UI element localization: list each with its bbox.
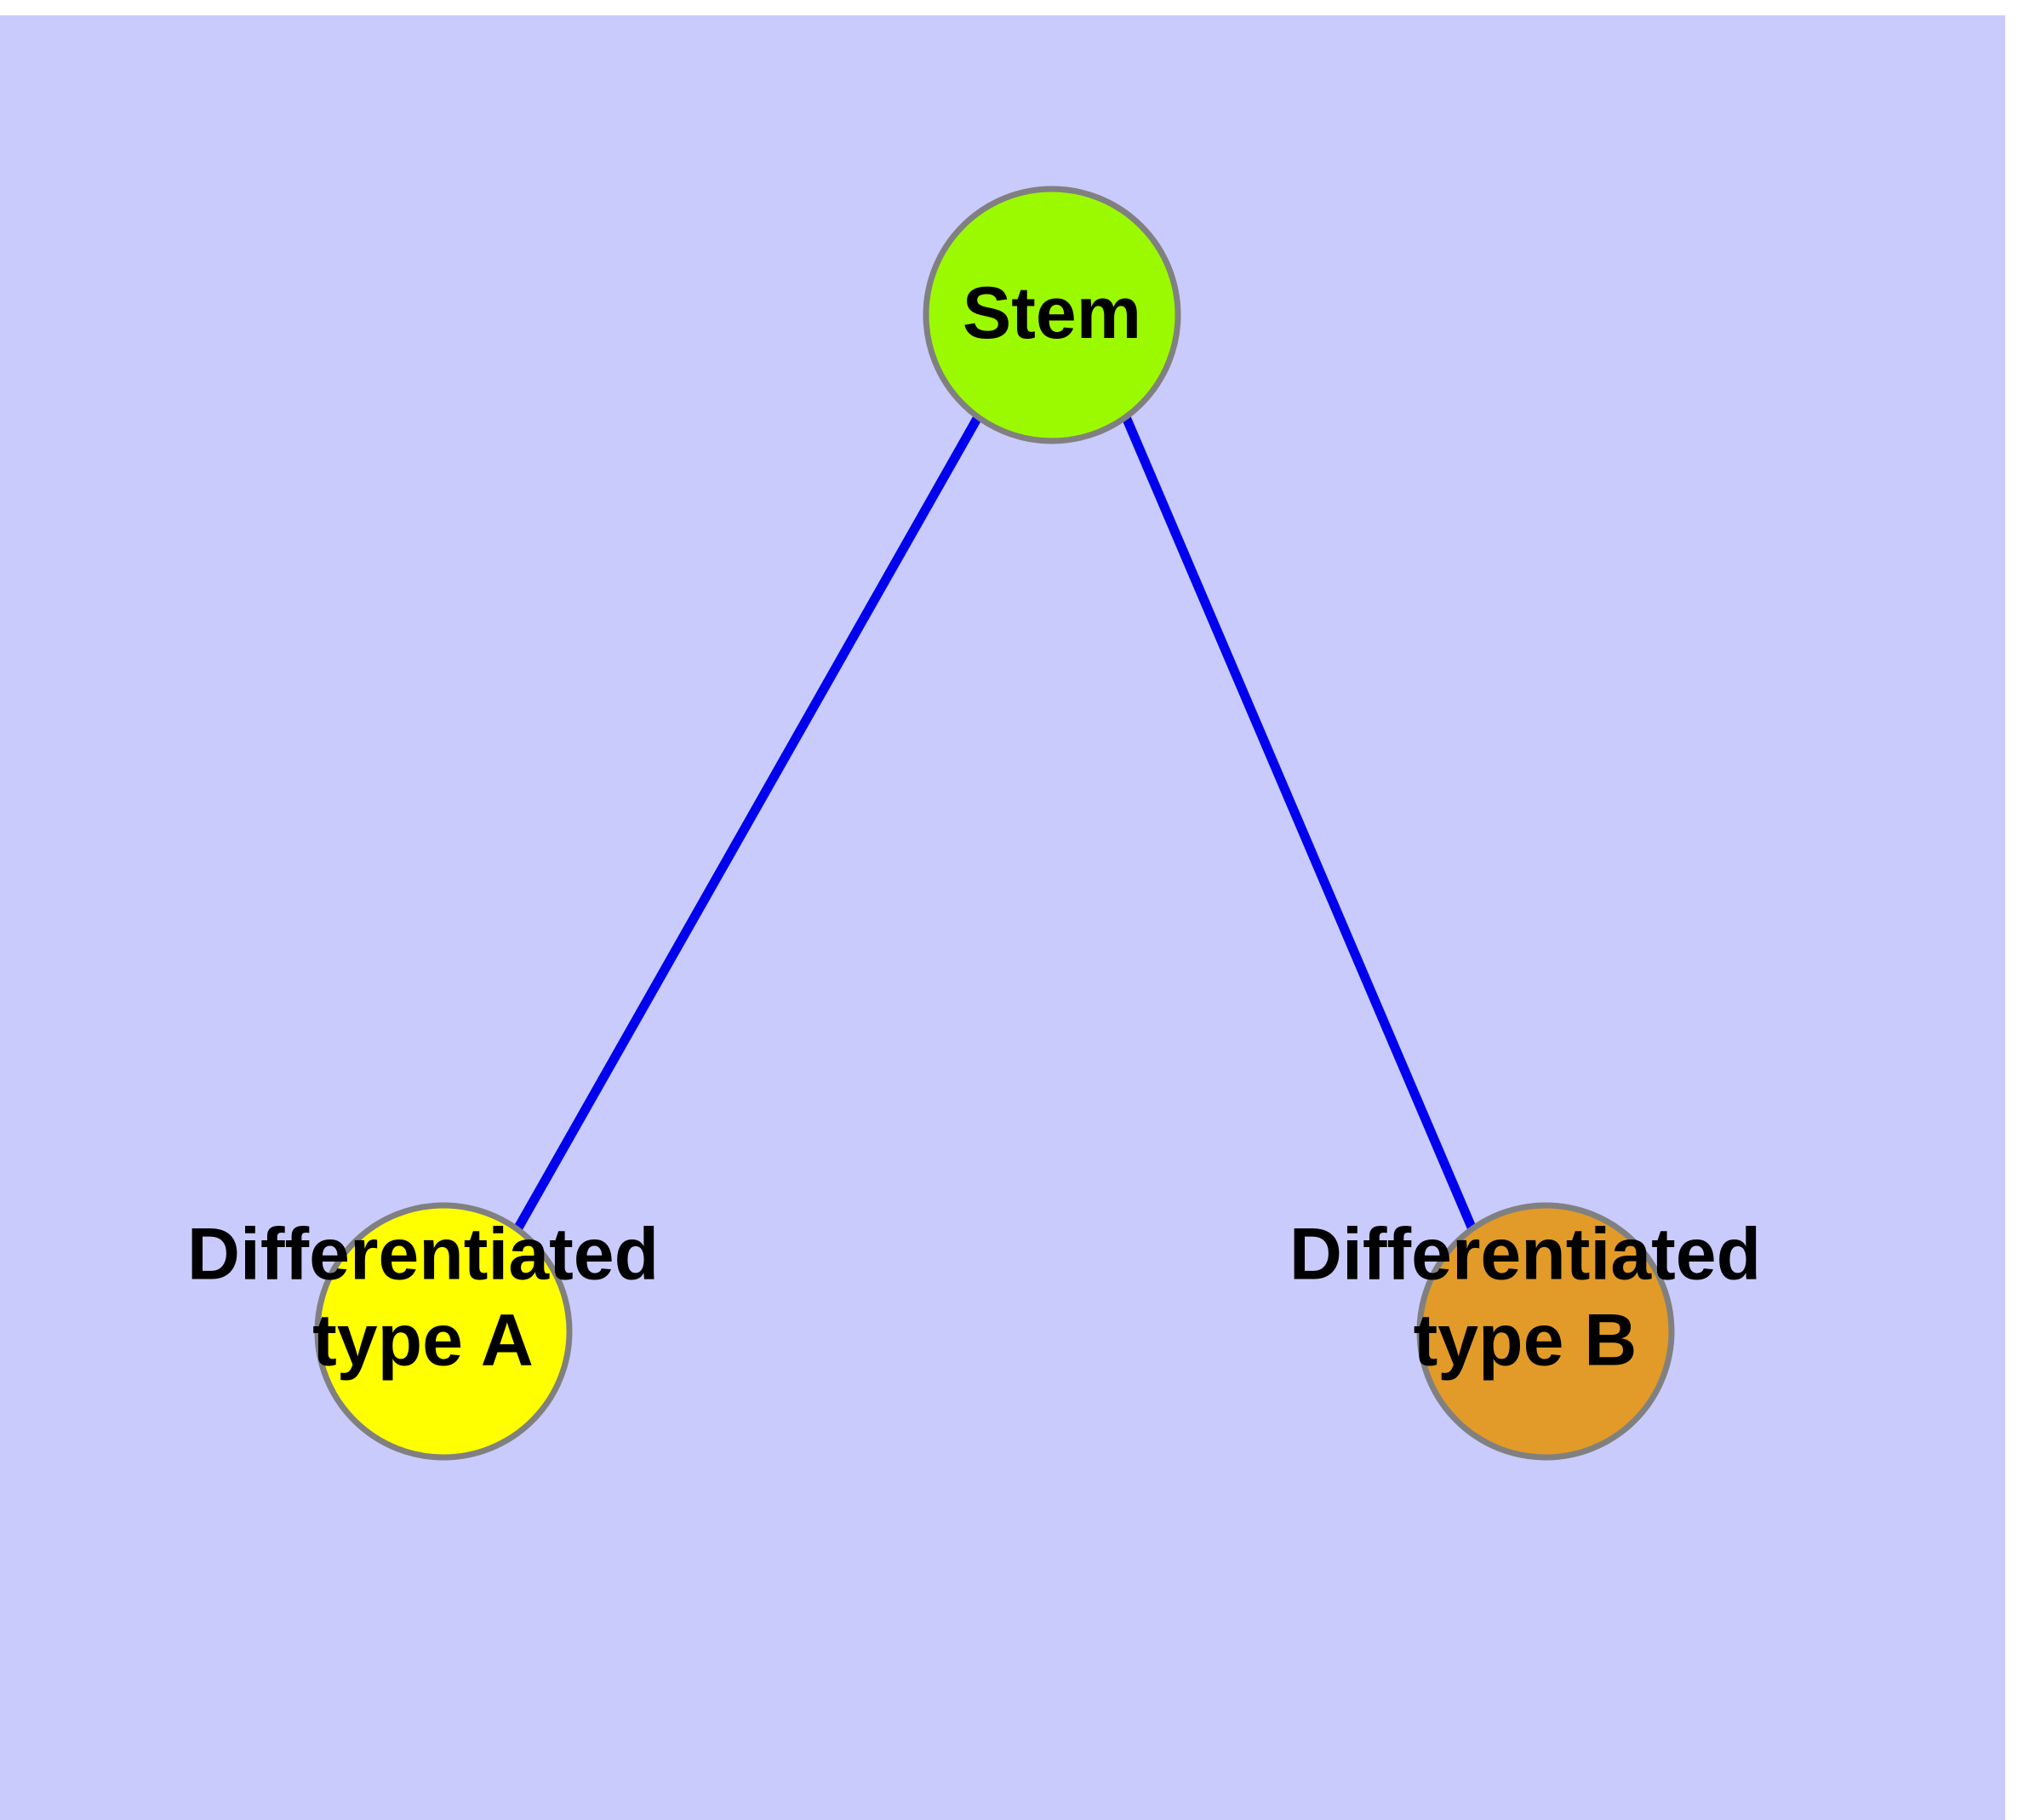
edge-stem-diff-b[interactable] (1121, 415, 1477, 1232)
node-circle-diff_a[interactable] (314, 1202, 573, 1461)
node-circle-stem[interactable] (923, 186, 1181, 444)
edge-stem-diff-a[interactable] (513, 415, 982, 1232)
edge-layer (513, 415, 1477, 1232)
node-label-line: type A (312, 1299, 534, 1381)
node-diff_b[interactable] (1416, 1202, 1675, 1461)
node-label-line: Differentiated (1289, 1213, 1761, 1295)
node-label-line: Stem (963, 272, 1141, 354)
node-label-stem: Stem (963, 272, 1141, 354)
node-stem[interactable] (923, 186, 1181, 444)
node-label-line: type B (1414, 1299, 1637, 1381)
node-layer (314, 186, 1675, 1461)
node-circle-diff_b[interactable] (1416, 1202, 1675, 1461)
node-label-line: Differentiated (187, 1213, 659, 1295)
node-diff_a[interactable] (314, 1202, 573, 1461)
